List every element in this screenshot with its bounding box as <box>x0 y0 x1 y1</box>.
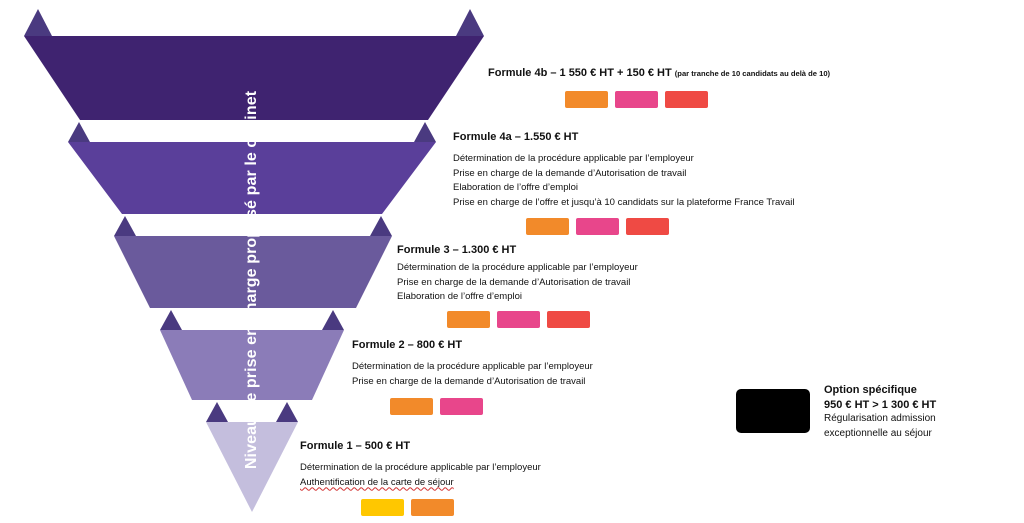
chip-red <box>665 91 708 108</box>
level-4b-left-peak <box>24 9 52 36</box>
formule-2-chips <box>390 398 483 415</box>
formule-4b-note: (par tranche de 10 candidats au delà de … <box>674 69 831 78</box>
formule-3-block: Formule 3 – 1.300 € HT Détermination de … <box>397 243 638 305</box>
formule-4a-chips <box>526 218 669 235</box>
level-1-left-peak <box>206 402 228 422</box>
formule-1-line-2: Authentification de la carte de séjour <box>300 476 454 488</box>
option-desc-2: exceptionnelle au séjour <box>824 427 932 439</box>
chip-orange <box>565 91 608 108</box>
chip-red <box>547 311 590 328</box>
level-3-right-peak <box>370 216 392 236</box>
formule-1-chips <box>361 499 454 516</box>
formule-4a-line-4: Prise en charge de l’offre et jusqu’à 10… <box>453 196 795 208</box>
level-4b-right-peak <box>456 9 484 36</box>
funnel-level-3 <box>114 236 392 308</box>
chip-orange <box>411 499 454 516</box>
formule-4a-line-1: Détermination de la procédure applicable… <box>453 153 694 164</box>
formule-1-title: Formule 1 – 500 € HT <box>300 440 411 452</box>
level-2-right-peak <box>322 310 344 330</box>
chip-pink <box>576 218 619 235</box>
level-4a-left-peak <box>68 122 90 142</box>
formule-2-line-2: Prise en charge de la demande d’Autorisa… <box>352 375 586 387</box>
formule-4a-line-3: Elaboration de l’offre d’emploi <box>453 182 578 194</box>
option-box <box>736 389 810 433</box>
chip-pink <box>615 91 658 108</box>
formule-2-block: Formule 2 – 800 € HT Détermination de la… <box>352 338 593 389</box>
chip-yellow <box>361 499 404 516</box>
option-desc-1: Régularisation admission <box>824 413 936 424</box>
level-2-left-peak <box>160 310 182 330</box>
funnel-level-4b <box>24 36 484 120</box>
formule-4b-chips <box>565 91 708 108</box>
chip-orange <box>526 218 569 235</box>
option-block: Option spécifique 950 € HT > 1 300 € HT … <box>824 383 936 441</box>
formule-4a-line-2: Prise en charge de la demande d’Autorisa… <box>453 167 687 179</box>
formule-3-line-2: Prise en charge de la demande d’Autorisa… <box>397 276 631 288</box>
formule-3-chips <box>447 311 590 328</box>
funnel-level-4a <box>68 142 436 214</box>
funnel-level-1 <box>206 422 298 512</box>
formule-4b-title: Formule 4b – 1 550 € HT + 150 € HT (par … <box>488 67 831 79</box>
option-title: Option spécifique <box>824 384 917 396</box>
chip-orange <box>447 311 490 328</box>
formule-2-line-1: Détermination de la procédure applicable… <box>352 361 593 372</box>
formule-4a-title: Formule 4a – 1.550 € HT <box>453 131 579 143</box>
formule-1-line-1: Détermination de la procédure applicable… <box>300 462 541 473</box>
chip-orange <box>390 398 433 415</box>
formule-3-line-3: Elaboration de l’offre d’emploi <box>397 291 522 303</box>
formule-3-line-1: Détermination de la procédure applicable… <box>397 262 638 273</box>
funnel-level-2 <box>160 330 344 400</box>
level-3-left-peak <box>114 216 136 236</box>
formule-4b-block: Formule 4b – 1 550 € HT + 150 € HT (par … <box>488 66 830 81</box>
chip-pink <box>440 398 483 415</box>
formule-4a-block: Formule 4a – 1.550 € HT Détermination de… <box>453 130 794 210</box>
option-price: 950 € HT > 1 300 € HT <box>824 398 937 411</box>
axis-label: Niveau de prise en charge proposé par le… <box>243 90 260 470</box>
formule-2-title: Formule 2 – 800 € HT <box>352 339 463 351</box>
chip-red <box>626 218 669 235</box>
formule-3-title: Formule 3 – 1.300 € HT <box>397 244 517 256</box>
level-1-right-peak <box>276 402 298 422</box>
chip-pink <box>497 311 540 328</box>
formule-1-block: Formule 1 – 500 € HT Détermination de la… <box>300 439 541 490</box>
level-4a-right-peak <box>414 122 436 142</box>
